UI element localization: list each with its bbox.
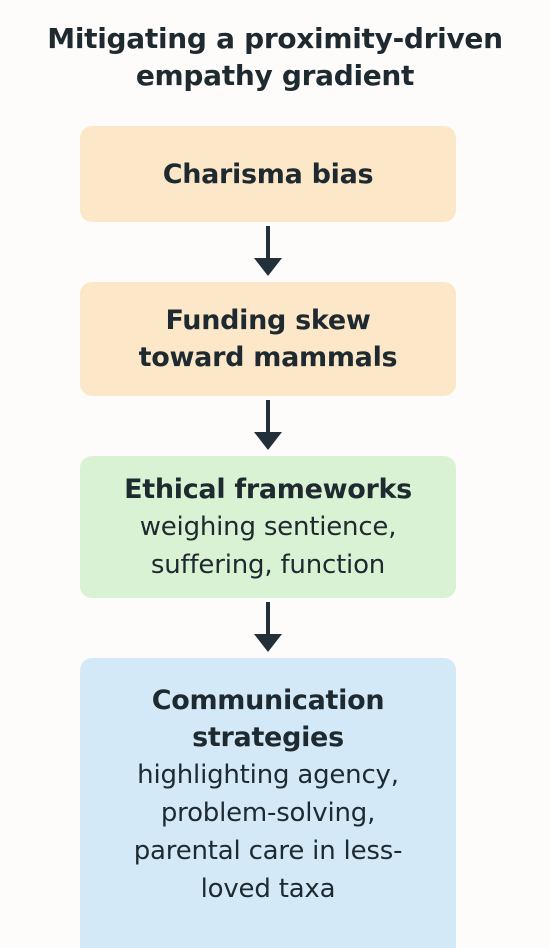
node-description-line: loved taxa (200, 874, 336, 904)
node-label-line: Charisma bias (162, 158, 374, 190)
node-description-line: suffering, function (150, 549, 386, 580)
node-communication-strategies: Communication strategies highlighting ag… (80, 658, 456, 948)
node-ethical-frameworks: Ethical frameworks weighing sentience, s… (80, 456, 456, 598)
down-arrow-icon (254, 400, 282, 450)
node-description-line: weighing sentience, (139, 511, 397, 542)
node-label-line: strategies (192, 722, 344, 753)
node-funding-skew: Funding skew toward mammals (80, 282, 456, 396)
title-line-2: empathy gradient (135, 59, 415, 92)
node-description-line: problem-solving, (160, 798, 376, 828)
node-description-line: parental care in less- (133, 836, 403, 866)
node-description-line: highlighting agency, (137, 760, 399, 790)
down-arrow-icon (254, 602, 282, 652)
node-label-line: toward mammals (138, 342, 398, 373)
title-line-1: Mitigating a proximity-driven (47, 22, 503, 55)
node-charisma-bias: Charisma bias (80, 126, 456, 222)
down-arrow-icon (254, 226, 282, 276)
node-label-line: Communication (151, 685, 385, 716)
node-label-line: Funding skew (165, 305, 371, 336)
diagram-title: Mitigating a proximity-driven empathy gr… (0, 20, 550, 94)
node-label-line: Ethical frameworks (124, 473, 412, 505)
